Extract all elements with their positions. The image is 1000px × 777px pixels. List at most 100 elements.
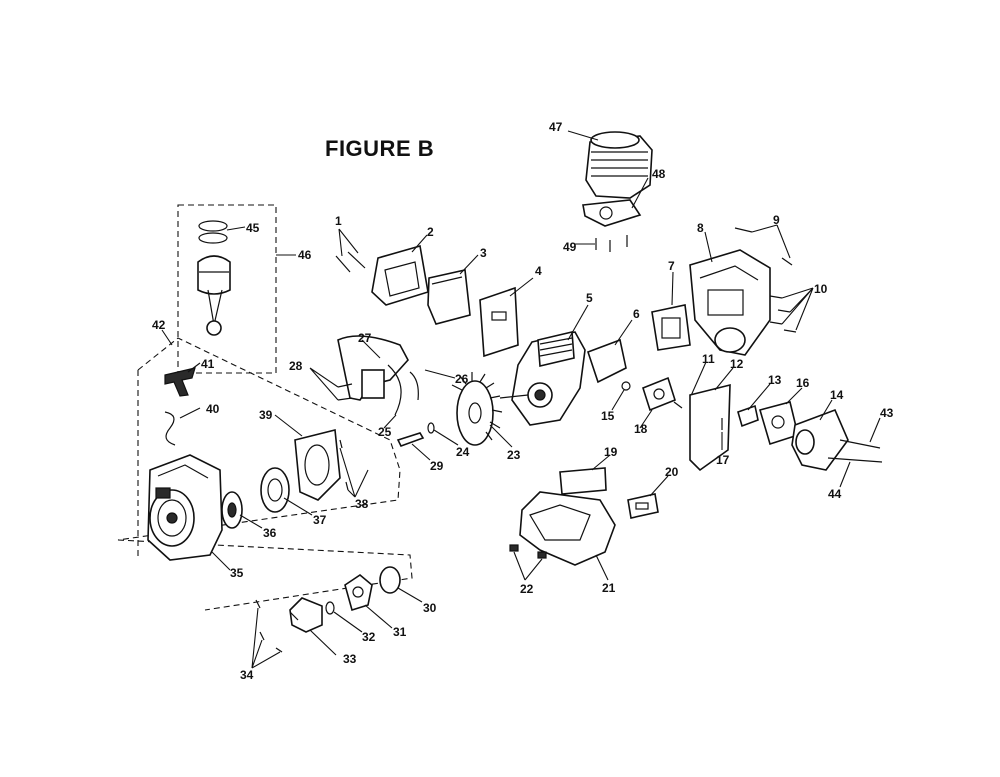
label-41: 41 — [201, 357, 215, 371]
label-25: 25 — [378, 425, 392, 439]
label-19: 19 — [604, 445, 618, 459]
piston-kit — [177, 204, 296, 374]
label-26: 26 — [455, 372, 469, 386]
intake-gasket — [479, 286, 519, 358]
carb-adapter — [642, 376, 676, 412]
rod-bearing — [206, 320, 222, 336]
label-21: 21 — [602, 581, 616, 595]
muffler-cover — [689, 249, 771, 356]
air-filter — [371, 234, 479, 325]
label-30: 30 — [423, 601, 437, 615]
label-40: 40 — [206, 402, 220, 416]
leader-24 — [433, 429, 459, 446]
leader-10 — [781, 287, 814, 331]
crankshaft — [499, 394, 529, 399]
leader-4 — [509, 277, 534, 297]
label-28: 28 — [289, 359, 303, 373]
leader-39 — [274, 414, 303, 437]
leader-33 — [309, 629, 337, 656]
muffler-housing — [689, 224, 814, 356]
label-12: 12 — [730, 357, 744, 371]
leader-15 — [611, 389, 625, 411]
leader-19 — [591, 454, 611, 471]
label-48: 48 — [652, 167, 666, 181]
leader-28 — [309, 367, 339, 401]
clutch-shoe-31 — [344, 574, 373, 612]
label-34: 34 — [240, 668, 254, 682]
bolt-43 — [839, 439, 881, 449]
leader-2 — [411, 234, 428, 253]
heat-shield — [689, 383, 731, 472]
air-box — [791, 408, 849, 471]
leader-30 — [397, 587, 423, 603]
label-32: 32 — [362, 630, 376, 644]
screw-9a — [734, 227, 753, 233]
starter-housing — [147, 454, 231, 571]
piston-kit-box — [177, 204, 277, 374]
label-42: 42 — [152, 318, 166, 332]
starter-rope — [164, 411, 176, 446]
leader-7 — [671, 271, 674, 306]
washer-24 — [427, 422, 435, 434]
leader-6 — [614, 319, 633, 346]
label-2: 2 — [427, 225, 434, 239]
leader-34 — [251, 607, 281, 669]
label-45: 45 — [246, 221, 260, 235]
leader-26 — [424, 369, 456, 379]
part-labels: 1 2 3 4 5 6 7 8 9 10 11 12 13 14 15 16 1… — [152, 120, 894, 682]
air-filter-cover — [371, 244, 429, 306]
label-31: 31 — [393, 625, 407, 639]
label-11: 11 — [702, 352, 715, 366]
leader-45 — [226, 226, 246, 231]
grommet — [537, 551, 547, 559]
leader-43 — [869, 417, 881, 443]
label-3: 3 — [480, 246, 487, 260]
starter-inner-cover — [294, 429, 341, 501]
washer-15 — [621, 381, 631, 391]
label-6: 6 — [633, 307, 640, 321]
label-46: 46 — [298, 248, 312, 262]
label-18: 18 — [634, 422, 648, 436]
label-22: 22 — [520, 582, 534, 596]
leader-35 — [211, 551, 231, 571]
label-15: 15 — [601, 409, 615, 423]
screw-11 — [673, 401, 683, 409]
label-35: 35 — [230, 566, 244, 580]
bolt-44 — [827, 457, 883, 463]
muffler-gasket — [586, 338, 627, 384]
leader-47 — [567, 130, 599, 141]
clutch-plate-30 — [379, 566, 401, 594]
label-9: 9 — [773, 213, 780, 227]
leader-5 — [567, 304, 589, 341]
label-16: 16 — [796, 376, 810, 390]
leader-42 — [161, 329, 173, 346]
connecting-rod — [207, 289, 223, 326]
leader-23 — [489, 424, 513, 448]
leader-37 — [283, 497, 313, 516]
recoil-spring — [260, 467, 290, 513]
figure-title: FIGURE B — [325, 136, 435, 161]
exhaust-gasket — [651, 304, 691, 351]
ground-wire — [387, 364, 402, 416]
leader-20 — [649, 475, 669, 497]
tank-label — [627, 493, 659, 519]
leader-41 — [187, 362, 201, 373]
label-1: 1 — [335, 214, 342, 228]
leader-14 — [819, 399, 833, 421]
leader-44 — [839, 461, 851, 488]
label-10: 10 — [814, 282, 828, 296]
leader-9 — [751, 224, 791, 259]
cylinder-assembly — [567, 130, 653, 252]
leader-22 — [513, 551, 543, 581]
cylinder-bore — [590, 131, 640, 149]
label-38: 38 — [355, 497, 369, 511]
piston — [197, 255, 231, 295]
label-33: 33 — [343, 652, 357, 666]
leader-38 — [339, 447, 369, 498]
grommet — [509, 544, 519, 552]
label-4: 4 — [535, 264, 542, 278]
leader-12 — [714, 367, 734, 391]
label-17: 17 — [716, 453, 730, 467]
leader-36 — [239, 514, 263, 529]
